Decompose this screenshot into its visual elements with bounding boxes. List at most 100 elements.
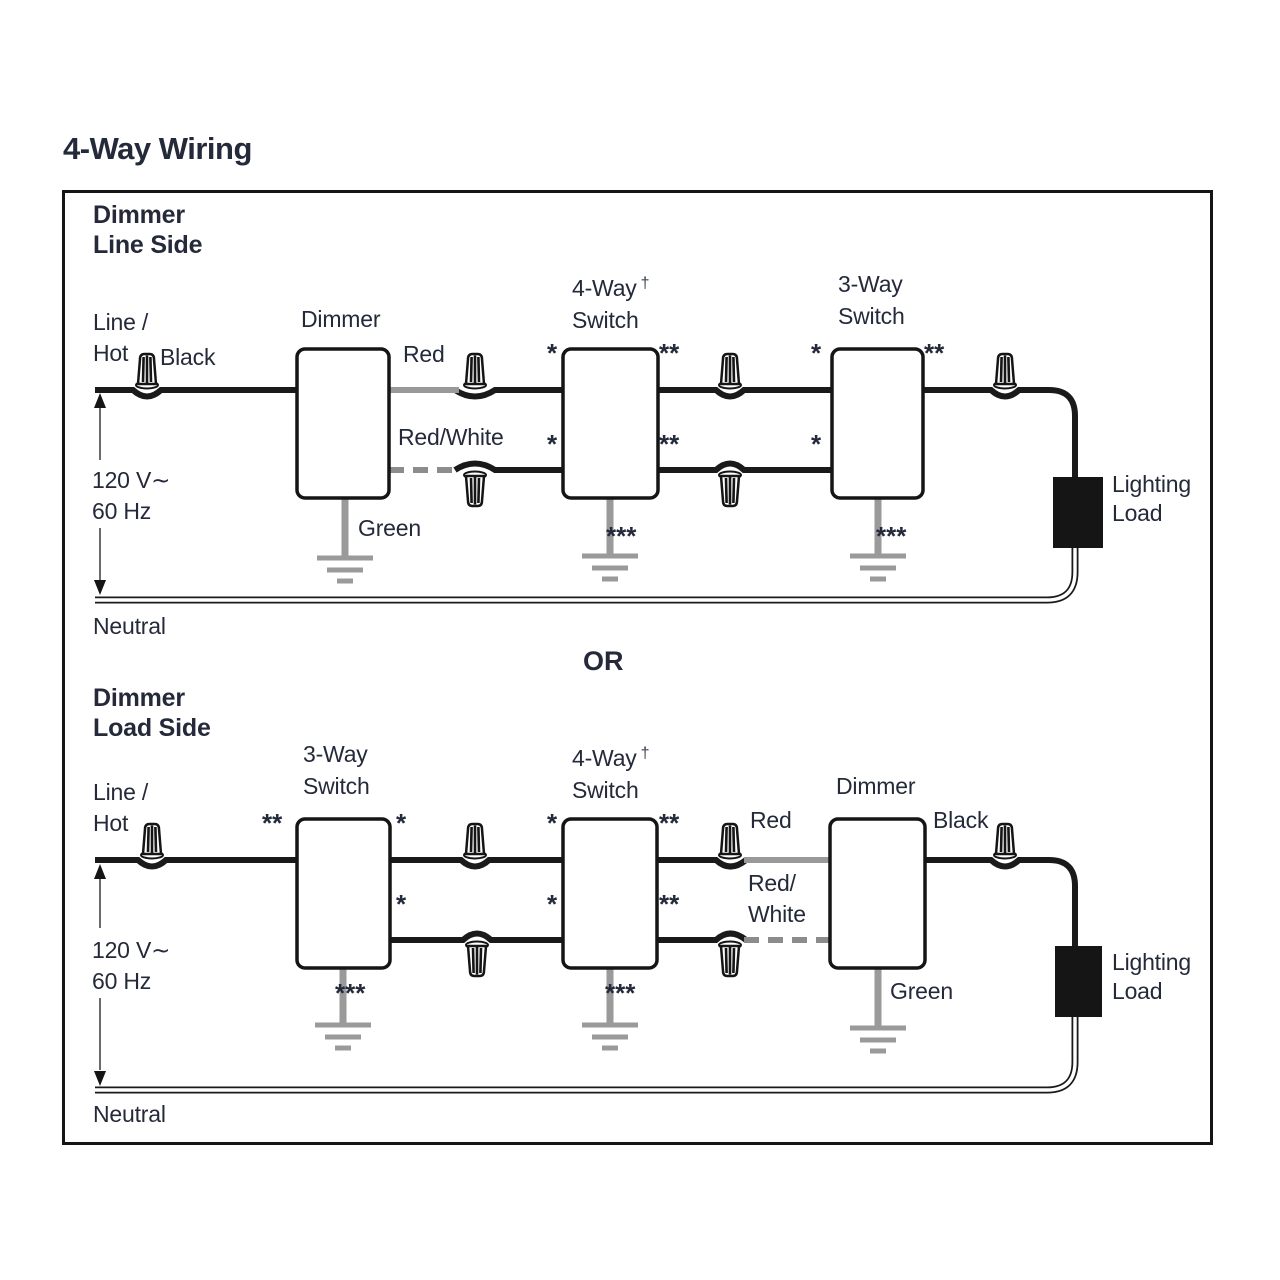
line-hot-label: Line / Hot [93, 309, 149, 366]
ground-symbol [315, 1022, 371, 1051]
red-wire-black-segment [655, 857, 748, 870]
green-wire-label: Green [890, 978, 953, 1004]
dagger-mark: † [640, 275, 650, 292]
wire-nut-icon [717, 940, 743, 978]
red-wire-black-segment [453, 387, 566, 400]
terminal-marker: * [811, 429, 822, 459]
red-white-wire-label: Red/ White [748, 870, 806, 927]
ground-symbol [582, 553, 638, 582]
traveler-bottom-wire [656, 460, 834, 473]
terminal-marker: * [396, 889, 407, 919]
lighting-load-box [1055, 946, 1102, 1017]
page-title: 4-Way Wiring [63, 131, 252, 166]
hot-wire [95, 387, 300, 400]
red-white-wire-label: Red/White [398, 424, 504, 450]
terminal-marker: * [547, 808, 558, 838]
wire-nut-icon [462, 822, 488, 860]
black-wire-label: Black [933, 807, 989, 833]
terminal-marker: * [547, 338, 558, 368]
lighting-load-label: Lighting Load [1112, 949, 1191, 1004]
dagger-mark: † [640, 745, 650, 762]
terminal-marker: * [547, 429, 558, 459]
four-way-switch-box [561, 347, 660, 500]
three-way-text: 3-Way [838, 271, 903, 297]
terminal-marker: ** [659, 889, 680, 919]
four-way-text: 4-Way [572, 275, 637, 301]
arrow-down-icon [94, 1071, 106, 1086]
terminal-marker: ** [262, 808, 283, 838]
terminal-marker: ** [659, 338, 680, 368]
red-wire-label: Red [403, 341, 445, 367]
terminal-marker: ** [924, 338, 945, 368]
red-white-black-segment [453, 460, 566, 473]
ground-marker: *** [606, 521, 637, 551]
hot-wire [95, 857, 300, 870]
traveler-top-wire [656, 387, 834, 400]
three-way-switch-box [295, 817, 392, 970]
ground-marker: *** [876, 521, 907, 551]
neutral-label: Neutral [93, 613, 166, 639]
dimmer-label: Dimmer [836, 773, 916, 799]
ground-marker: *** [605, 978, 636, 1008]
red-wire-label: Red [750, 807, 792, 833]
wire-nut-icon [717, 822, 743, 860]
red-white-black-segment [655, 930, 748, 943]
terminal-marker: ** [659, 808, 680, 838]
green-wire-label: Green [358, 515, 421, 541]
switch-text: Switch [572, 307, 639, 333]
load-side-heading: Dimmer Load Side [93, 684, 211, 742]
three-way-text: 3-Way [303, 741, 368, 767]
three-way-switch-label: 3-Way Switch [838, 268, 905, 332]
wire-nut-icon [462, 352, 488, 390]
ground-symbol [850, 553, 906, 582]
terminal-marker: ** [659, 429, 680, 459]
three-way-switch-label: 3-Way Switch [303, 738, 370, 802]
arrow-up-icon [94, 393, 106, 408]
lighting-load-label: Lighting Load [1112, 471, 1191, 526]
four-way-text: 4-Way [572, 745, 637, 771]
neutral-label: Neutral [93, 1101, 166, 1127]
neutral-wire-core [95, 546, 1077, 602]
ground-symbol [850, 1025, 906, 1054]
traveler-bottom-wire [388, 930, 566, 943]
arrow-up-icon [94, 864, 106, 879]
wire-nut-icon [464, 940, 490, 978]
dimmer-box [828, 817, 927, 970]
load-side-circuit [94, 817, 1102, 1094]
or-separator: OR [583, 646, 624, 676]
wire-nut-icon [462, 470, 488, 508]
four-way-switch-label: 4-Way† Switch [572, 738, 650, 806]
ground-marker: *** [335, 978, 366, 1008]
wire-nut-icon [717, 470, 743, 508]
switched-wire-to-load [921, 387, 1078, 478]
neutral-wire-core [95, 1016, 1077, 1092]
four-way-switch-label: 4-Way† Switch [572, 268, 650, 336]
ground-symbol [317, 555, 373, 584]
switch-text: Switch [838, 303, 905, 329]
line-side-heading: Dimmer Line Side [93, 201, 203, 259]
terminal-marker: * [811, 338, 822, 368]
voltage-label: 120 V∼ 60 Hz [92, 467, 171, 524]
terminal-marker: * [396, 808, 407, 838]
switch-text: Switch [572, 777, 639, 803]
three-way-switch-box [830, 347, 925, 500]
black-wire-to-load [923, 857, 1078, 948]
line-hot-label: Line / Hot [93, 779, 149, 836]
black-wire-label: Black [160, 344, 216, 370]
terminal-marker: * [547, 889, 558, 919]
switch-text: Switch [303, 773, 370, 799]
wire-nut-icon [992, 352, 1018, 390]
voltage-label: 120 V∼ 60 Hz [92, 937, 171, 994]
four-way-switch-box [561, 817, 659, 970]
ground-symbol [582, 1022, 638, 1051]
dimmer-box [295, 347, 391, 500]
diagram-frame [62, 190, 1213, 1145]
arrow-down-icon [94, 580, 106, 595]
line-side-circuit [94, 347, 1103, 604]
dimmer-label: Dimmer [301, 306, 381, 332]
wire-nut-icon [992, 822, 1018, 860]
traveler-top-wire [388, 857, 566, 870]
wire-nut-icon [717, 352, 743, 390]
